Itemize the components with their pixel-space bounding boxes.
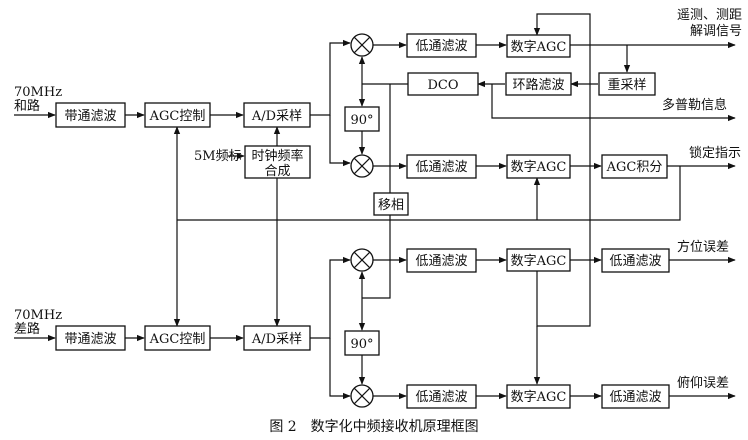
lowpass-sum-i-label: 低通滤波: [415, 39, 467, 54]
resample-label: 重采样: [607, 77, 646, 93]
clock-synth-line2: 合成: [264, 164, 290, 179]
lowpass-diff-q-out-label: 低通滤波: [609, 390, 661, 405]
dco-label: DCO: [427, 78, 458, 93]
lowpass-sum-i: [406, 33, 477, 58]
lowpass-diff-i-out-label: 低通滤波: [609, 254, 661, 269]
bandpass-filter-diff-label: 带通滤波: [64, 332, 116, 347]
output-ranging-line2: 解调信号: [690, 24, 742, 39]
digital-agc-sum-i-label: 数字AGC: [511, 40, 567, 55]
bandpass-filter-diff: [55, 325, 126, 351]
bandpass-filter-sum: [55, 102, 126, 128]
lowpass-sum-q: [406, 154, 477, 179]
output-azimuth: 方位误差: [677, 239, 729, 255]
wire-adc-to-mix-q-sum: [329, 115, 351, 167]
digital-agc-diff-q: [506, 384, 571, 409]
phase-90-diff-label: 90°: [350, 337, 373, 352]
diff-input-freq: 70MHz: [14, 308, 62, 323]
lowpass-diff-q-label: 低通滤波: [415, 390, 467, 405]
digital-agc-diff-q-label: 数字AGC: [511, 390, 567, 405]
agc-control-diff-label: AGC控制: [149, 332, 206, 347]
sum-input-name: 和路: [14, 98, 40, 114]
wire-agc1-feedback-down: [536, 45, 591, 327]
wire-adc-to-mix-q-diff: [329, 338, 351, 400]
lowpass-diff-q-out: [601, 384, 670, 409]
lowpass-diff-q: [406, 384, 477, 409]
resample: [598, 72, 656, 96]
clock-synth: [244, 145, 311, 179]
agc-control-sum: [144, 102, 211, 128]
ref-5m-label: 5M频标: [194, 149, 242, 164]
output-ranging-line1: 遥测、测距: [677, 8, 742, 23]
figure-caption: 图 2 数字化中频接收机原理框图: [269, 418, 478, 435]
lowpass-diff-i-out: [601, 248, 670, 273]
phase-90-sum: [344, 106, 380, 132]
signal-wires: [14, 13, 736, 400]
adc-sum: [243, 102, 311, 128]
loop-filter: [505, 72, 572, 96]
digital-agc-diff-i-label: 数字AGC: [511, 254, 567, 269]
adc-diff: [243, 325, 311, 351]
wire-agc1-feedback: [533, 13, 591, 45]
output-doppler: 多普勒信息: [662, 97, 727, 113]
phase-shift-label: 移相: [378, 198, 404, 213]
agc-integral: [601, 154, 668, 179]
sum-input-freq: 70MHz: [14, 85, 62, 100]
adc-diff-label: A/D采样: [251, 332, 302, 347]
digital-agc-sum-q-label: 数字AGC: [511, 160, 567, 175]
bandpass-filter-sum-label: 带通滤波: [64, 109, 116, 124]
mixer-sum-i: [350, 33, 374, 57]
wire-shift-diff: [362, 215, 391, 299]
digital-agc-sum-q: [506, 154, 571, 179]
agc-integral-label: AGC积分: [606, 160, 663, 175]
wire-loop-doppler: [491, 84, 736, 122]
mixer-diff-i: [350, 248, 374, 272]
mixer-sum-q: [350, 154, 374, 178]
wire-adc-split-sum: [310, 39, 351, 116]
output-elevation: 俯仰误差: [677, 375, 729, 391]
phase-shift: [373, 192, 409, 216]
agc-control-sum-label: AGC控制: [149, 109, 206, 124]
lowpass-diff-i: [406, 248, 477, 273]
mixer-diff-q: [350, 384, 374, 408]
phase-90-sum-label: 90°: [350, 113, 373, 128]
phase-90-diff: [344, 330, 380, 356]
digital-agc-sum-i: [506, 34, 571, 58]
diff-input-name: 差路: [14, 321, 40, 337]
digital-agc-diff-i: [506, 248, 571, 272]
output-lock: 锁定指示: [689, 145, 741, 161]
lowpass-sum-q-label: 低通滤波: [415, 160, 467, 175]
clock-synth-line1: 时钟频率: [251, 148, 303, 164]
wire-adc-split-diff: [310, 256, 351, 339]
wire-integral-ctrl-bus: [177, 166, 681, 221]
dco: [407, 72, 479, 96]
adc-sum-label: A/D采样: [251, 109, 302, 124]
agc-control-diff: [144, 325, 211, 351]
loop-filter-label: 环路滤波: [512, 77, 564, 93]
lowpass-diff-i-label: 低通滤波: [415, 254, 467, 269]
